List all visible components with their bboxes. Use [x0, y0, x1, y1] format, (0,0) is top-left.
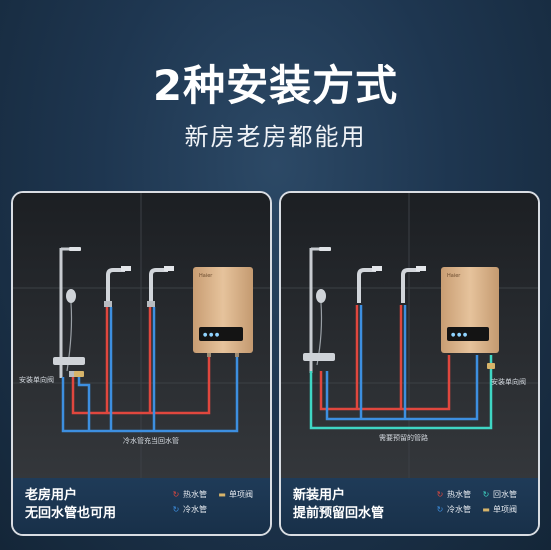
svg-text:● ● ●: ● ● ● — [203, 332, 220, 338]
hot-pipes — [319, 305, 451, 411]
cold-pipes — [325, 305, 479, 421]
blue-circle-arrow-icon: ↻ — [172, 505, 180, 514]
footer-line-1: 老房用户 — [25, 488, 78, 503]
legend-hot-return: ↻ 热水管 ↻ 回水管 — [433, 487, 517, 502]
legend-cold: ↻ 冷水管 — [169, 502, 253, 517]
faucet-2 — [401, 266, 426, 303]
panel-new-house: Haier ● ● ● 安装单向阀 需要预留的管路 新装用户 提前预留回水管 ↻… — [279, 191, 540, 536]
footer-line-2: 提前预留回水管 — [293, 506, 385, 521]
legend-cold-valve: ↻ 冷水管 ▬ 单项阀 — [433, 502, 517, 517]
pipe-note: 冷水管充当回水管 — [123, 437, 179, 445]
return-pipes — [309, 355, 493, 430]
faucet-2 — [147, 266, 174, 307]
shower-fixture — [303, 247, 335, 373]
hot-pipes — [71, 307, 211, 415]
shower-fixture — [53, 247, 85, 378]
gold-valve-icon: ▬ — [482, 505, 490, 514]
check-valve-icon — [487, 363, 495, 369]
water-heater: Haier ● ● ● — [441, 267, 499, 353]
legend-hot: ↻ 热水管 ▬ 单项阀 — [169, 487, 253, 502]
installation-scene-old: Haier ● ● ● — [13, 193, 270, 478]
faucet-1 — [104, 266, 131, 307]
svg-text:● ● ●: ● ● ● — [451, 332, 468, 338]
installation-scene-new: Haier ● ● ● — [281, 193, 538, 478]
heater-brand-logo: Haier — [199, 273, 213, 279]
panel-footer: 老房用户 无回水管也可用 ↻ 热水管 ▬ 单项阀 ↻ 冷水管 — [13, 478, 270, 534]
faucet-1 — [357, 266, 382, 303]
panel-footer: 新装用户 提前预留回水管 ↻ 热水管 ↻ 回水管 ↻ 冷水管 ▬ 单项阀 — [281, 478, 538, 534]
teal-circle-arrow-icon: ↻ — [482, 490, 490, 499]
page-subtitle: 新房老房都能用 — [184, 123, 367, 151]
pipe-note: 需要预留的管路 — [379, 434, 428, 442]
panel-old-house: Haier ● ● ● 安装单向阀 冷水管充当回水管 老房用户 无回水管也可用 … — [11, 191, 272, 536]
valve-note: 安装单向阀 — [19, 376, 54, 384]
check-valve-icon — [74, 371, 84, 377]
water-heater: Haier ● ● ● — [193, 267, 253, 357]
heater-brand-logo: Haier — [447, 273, 461, 279]
gold-valve-icon: ▬ — [218, 490, 226, 499]
blue-circle-arrow-icon: ↻ — [436, 505, 444, 514]
legend: ↻ 热水管 ↻ 回水管 ↻ 冷水管 ▬ 单项阀 — [433, 487, 517, 517]
valve-note: 安装单向阀 — [491, 378, 526, 386]
footer-line-1: 新装用户 — [293, 488, 346, 503]
red-circle-arrow-icon: ↻ — [172, 490, 180, 499]
cold-pipes — [61, 307, 239, 433]
legend: ↻ 热水管 ▬ 单项阀 ↻ 冷水管 — [169, 487, 253, 517]
page-title: 2种安装方式 — [152, 61, 399, 110]
footer-line-2: 无回水管也可用 — [25, 506, 117, 521]
red-circle-arrow-icon: ↻ — [436, 490, 444, 499]
